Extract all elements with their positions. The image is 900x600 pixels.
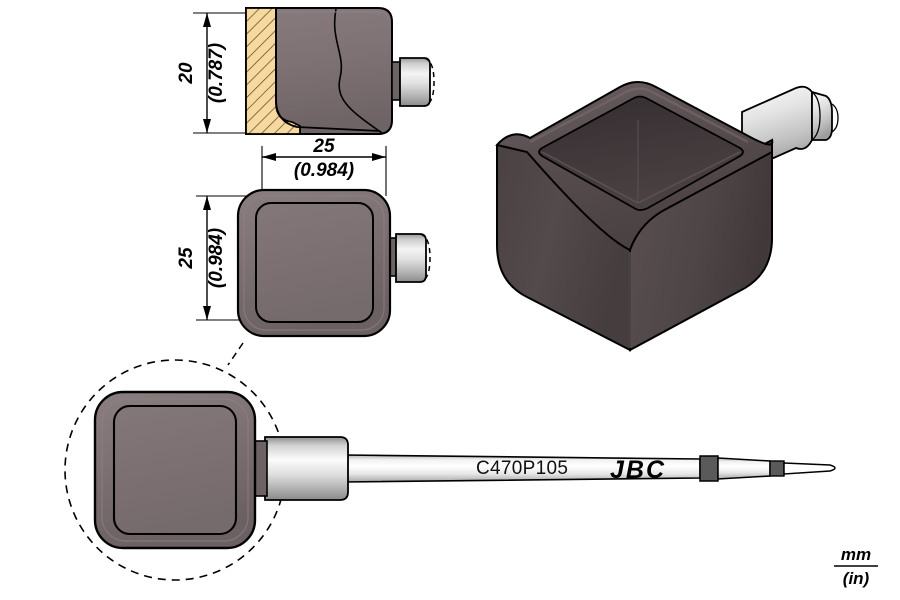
front-arrow-bottom — [203, 306, 211, 320]
cartridge-barrel — [264, 436, 349, 501]
cartridge-tip — [783, 462, 836, 475]
section-dim-in: (0.787) — [206, 43, 227, 103]
section-shank — [391, 57, 435, 107]
cartridge-collar — [254, 440, 268, 497]
front-dim-width-mm: 25 — [312, 136, 335, 157]
detail-leader-line — [227, 342, 244, 366]
front-dim-width-in: (0.984) — [294, 160, 354, 181]
front-view: 25 (0.984) 25 (0.984) — [176, 136, 431, 338]
section-highlight — [278, 11, 389, 21]
front-inner-cavity — [255, 202, 374, 323]
section-cavity-line — [275, 8, 381, 132]
section-shank-collar — [391, 61, 401, 101]
iso-cavity-opening — [538, 95, 744, 211]
section-shank-hidden-edge — [423, 57, 435, 107]
section-body — [245, 7, 393, 135]
front-rim-highlight — [243, 195, 385, 331]
detail-rim-highlight — [101, 398, 249, 542]
isometric-view — [495, 81, 839, 352]
section-body-outline — [245, 7, 393, 135]
front-dim-height-in: (0.984) — [206, 228, 227, 288]
section-dim-mm: 20 — [176, 62, 197, 85]
section-arrow-top — [203, 13, 211, 27]
section-arrow-bottom — [203, 119, 211, 133]
iso-shank-end-cap — [831, 103, 839, 133]
iso-shank-tip — [811, 90, 833, 141]
brand-logo: JBC — [610, 456, 666, 484]
cartridge-band-2 — [769, 460, 785, 477]
iso-rim-highlight — [529, 87, 749, 144]
detail-inner-cavity — [112, 404, 238, 536]
cartridge-assembly: C470P105 JBC — [93, 390, 836, 550]
part-number-label: C470P105 — [476, 458, 568, 479]
front-arrow-right — [372, 153, 386, 161]
front-shank-body — [395, 233, 427, 283]
front-shank — [385, 233, 431, 283]
section-shank-body — [399, 57, 431, 107]
front-shank-hidden-edge — [419, 233, 431, 283]
front-arrow-left — [262, 153, 276, 161]
section-view: 20 (0.787) — [176, 7, 435, 135]
cartridge-taper-1 — [717, 457, 771, 480]
units-primary: mm — [841, 545, 871, 564]
cartridge-band-1 — [699, 455, 719, 482]
iso-shank-edge — [811, 91, 821, 141]
units-note: mm (in) — [834, 545, 878, 588]
units-secondary: (in) — [843, 569, 870, 588]
section-break-line — [333, 8, 383, 134]
front-dim-height-mm: 25 — [176, 247, 197, 270]
front-arrow-top — [203, 196, 211, 210]
